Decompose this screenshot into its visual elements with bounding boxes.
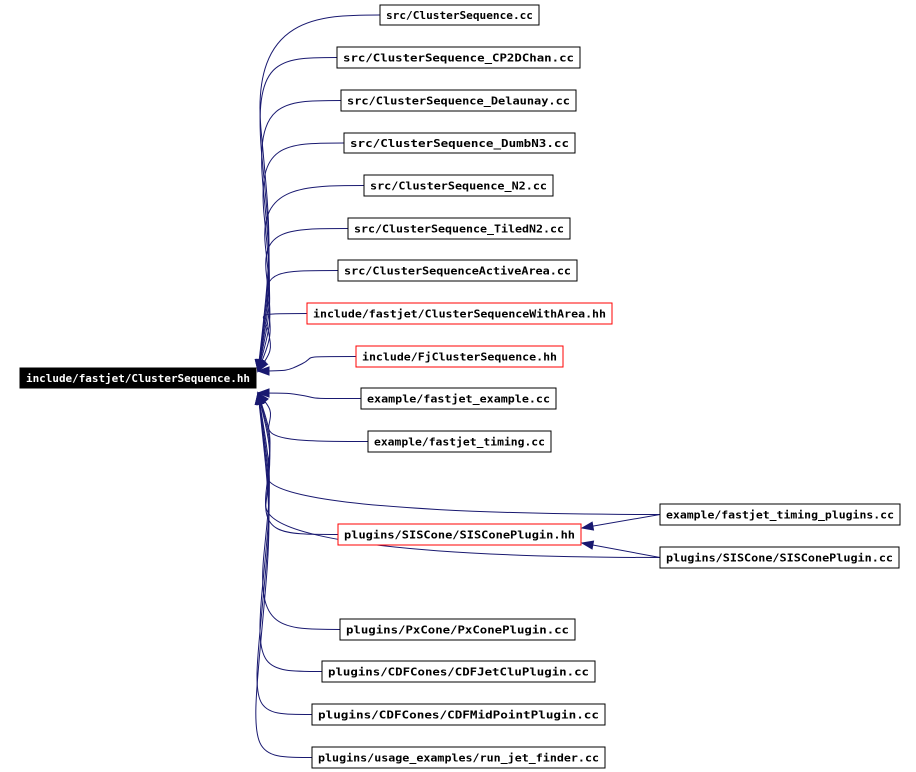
node-label: include/fastjet/ClusterSequence.hh <box>26 372 250 385</box>
edge-n7-to-root <box>257 270 339 372</box>
node-label: src/ClusterSequence_TiledN2.cc <box>354 223 564 236</box>
node-n4[interactable]: src/ClusterSequence_DumbN3.cc <box>343 132 576 154</box>
node-n15[interactable]: plugins/PxCone/PxConePlugin.cc <box>339 618 576 641</box>
node-label: src/ClusterSequenceActiveArea.cc <box>344 265 571 278</box>
edge-n9-to-root-arrowhead <box>256 366 270 376</box>
node-n16[interactable]: plugins/CDFCones/CDFJetCluPlugin.cc <box>321 660 596 683</box>
node-label: src/ClusterSequence_CP2DChan.cc <box>343 52 574 65</box>
edge-n13-to-root <box>257 392 339 535</box>
node-root[interactable]: include/fastjet/ClusterSequence.hh <box>19 367 257 389</box>
node-box <box>659 503 901 526</box>
node-label: plugins/SISCone/SISConePlugin.hh <box>344 529 575 542</box>
edge-n16-to-root <box>257 392 323 672</box>
edge-n8-to-root <box>257 313 308 372</box>
nodes-layer: include/fastjet/ClusterSequence.hh src/Cl… <box>19 4 901 769</box>
edge-n14-to-n13 <box>581 542 661 558</box>
node-box <box>321 660 596 683</box>
edge-n15-to-root <box>257 392 341 630</box>
node-n1[interactable]: src/ClusterSequence.cc <box>379 4 540 26</box>
node-n13[interactable]: plugins/SISCone/SISConePlugin.hh <box>337 523 582 546</box>
node-box <box>367 430 552 453</box>
node-label: include/fastjet/ClusterSequenceWithArea.… <box>313 308 606 321</box>
edge-n5-to-root <box>257 185 365 372</box>
node-n8[interactable]: include/fastjet/ClusterSequenceWithArea.… <box>306 302 613 325</box>
node-box <box>340 89 577 112</box>
node-n5[interactable]: src/ClusterSequence_N2.cc <box>363 174 554 197</box>
node-n2[interactable]: src/ClusterSequence_CP2DChan.cc <box>336 46 581 69</box>
edge-n9-to-root <box>257 356 357 372</box>
node-n10[interactable]: example/fastjet_example.cc <box>360 387 557 410</box>
edge-n18-to-root <box>255 392 313 758</box>
edge-n12-to-n13 <box>581 514 661 529</box>
node-n14[interactable]: plugins/SISCone/SISConePlugin.cc <box>659 546 900 569</box>
edge-n14-to-root <box>257 392 661 558</box>
node-box <box>339 618 576 641</box>
node-box <box>306 302 613 325</box>
node-box <box>336 46 581 69</box>
node-label: src/ClusterSequence_Delaunay.cc <box>347 95 570 108</box>
node-box <box>19 367 257 389</box>
node-label: include/FjClusterSequence.hh <box>362 351 557 364</box>
node-box <box>347 217 571 240</box>
node-box <box>311 703 606 726</box>
node-n7[interactable]: src/ClusterSequenceActiveArea.cc <box>337 259 578 282</box>
edge-n17-to-root <box>256 392 313 715</box>
node-n12[interactable]: example/fastjet_timing_plugins.cc <box>659 503 901 526</box>
node-label: plugins/CDFCones/CDFJetCluPlugin.cc <box>328 666 589 679</box>
edge-n11-to-root <box>257 392 369 442</box>
edge-n12-to-n13-arrowhead <box>580 521 595 531</box>
node-label: plugins/SISCone/SISConePlugin.cc <box>666 552 893 565</box>
edge-n18-to-root-arrowhead <box>254 391 264 405</box>
edge-n14-to-n13-arrowhead <box>580 540 595 550</box>
edge-n10-to-root <box>257 392 362 399</box>
edge-n4-to-root <box>257 142 345 372</box>
node-label: plugins/CDFCones/CDFMidPointPlugin.cc <box>318 709 599 722</box>
node-box <box>337 259 578 282</box>
node-box <box>360 387 557 410</box>
edge-n10-to-root-arrowhead <box>256 388 270 398</box>
node-box <box>355 345 564 368</box>
node-box <box>363 174 554 197</box>
node-box <box>343 132 576 154</box>
node-n6[interactable]: src/ClusterSequence_TiledN2.cc <box>347 217 571 240</box>
node-box <box>659 546 900 569</box>
node-label: src/ClusterSequence.cc <box>386 9 533 22</box>
node-n18[interactable]: plugins/usage_examples/run_jet_finder.cc <box>311 746 606 769</box>
node-n9[interactable]: include/FjClusterSequence.hh <box>355 345 564 368</box>
node-label: plugins/usage_examples/run_jet_finder.cc <box>318 752 599 765</box>
edge-n6-to-root <box>257 228 349 372</box>
edge-n8-to-root-arrowhead <box>257 358 269 373</box>
node-label: example/fastjet_example.cc <box>367 393 550 406</box>
node-n11[interactable]: example/fastjet_timing.cc <box>367 430 552 453</box>
node-label: example/fastjet_timing_plugins.cc <box>666 509 894 522</box>
edge-n12-to-root <box>257 392 661 515</box>
node-label: plugins/PxCone/PxConePlugin.cc <box>346 624 569 637</box>
node-box <box>337 523 582 546</box>
node-label: src/ClusterSequence_DumbN3.cc <box>350 137 569 150</box>
node-n3[interactable]: src/ClusterSequence_Delaunay.cc <box>340 89 577 112</box>
node-label: example/fastjet_timing.cc <box>374 436 545 449</box>
node-box <box>379 4 540 26</box>
edges-layer <box>254 14 661 758</box>
node-n17[interactable]: plugins/CDFCones/CDFMidPointPlugin.cc <box>311 703 606 726</box>
node-label: src/ClusterSequence_N2.cc <box>370 180 547 193</box>
node-box <box>311 746 606 769</box>
